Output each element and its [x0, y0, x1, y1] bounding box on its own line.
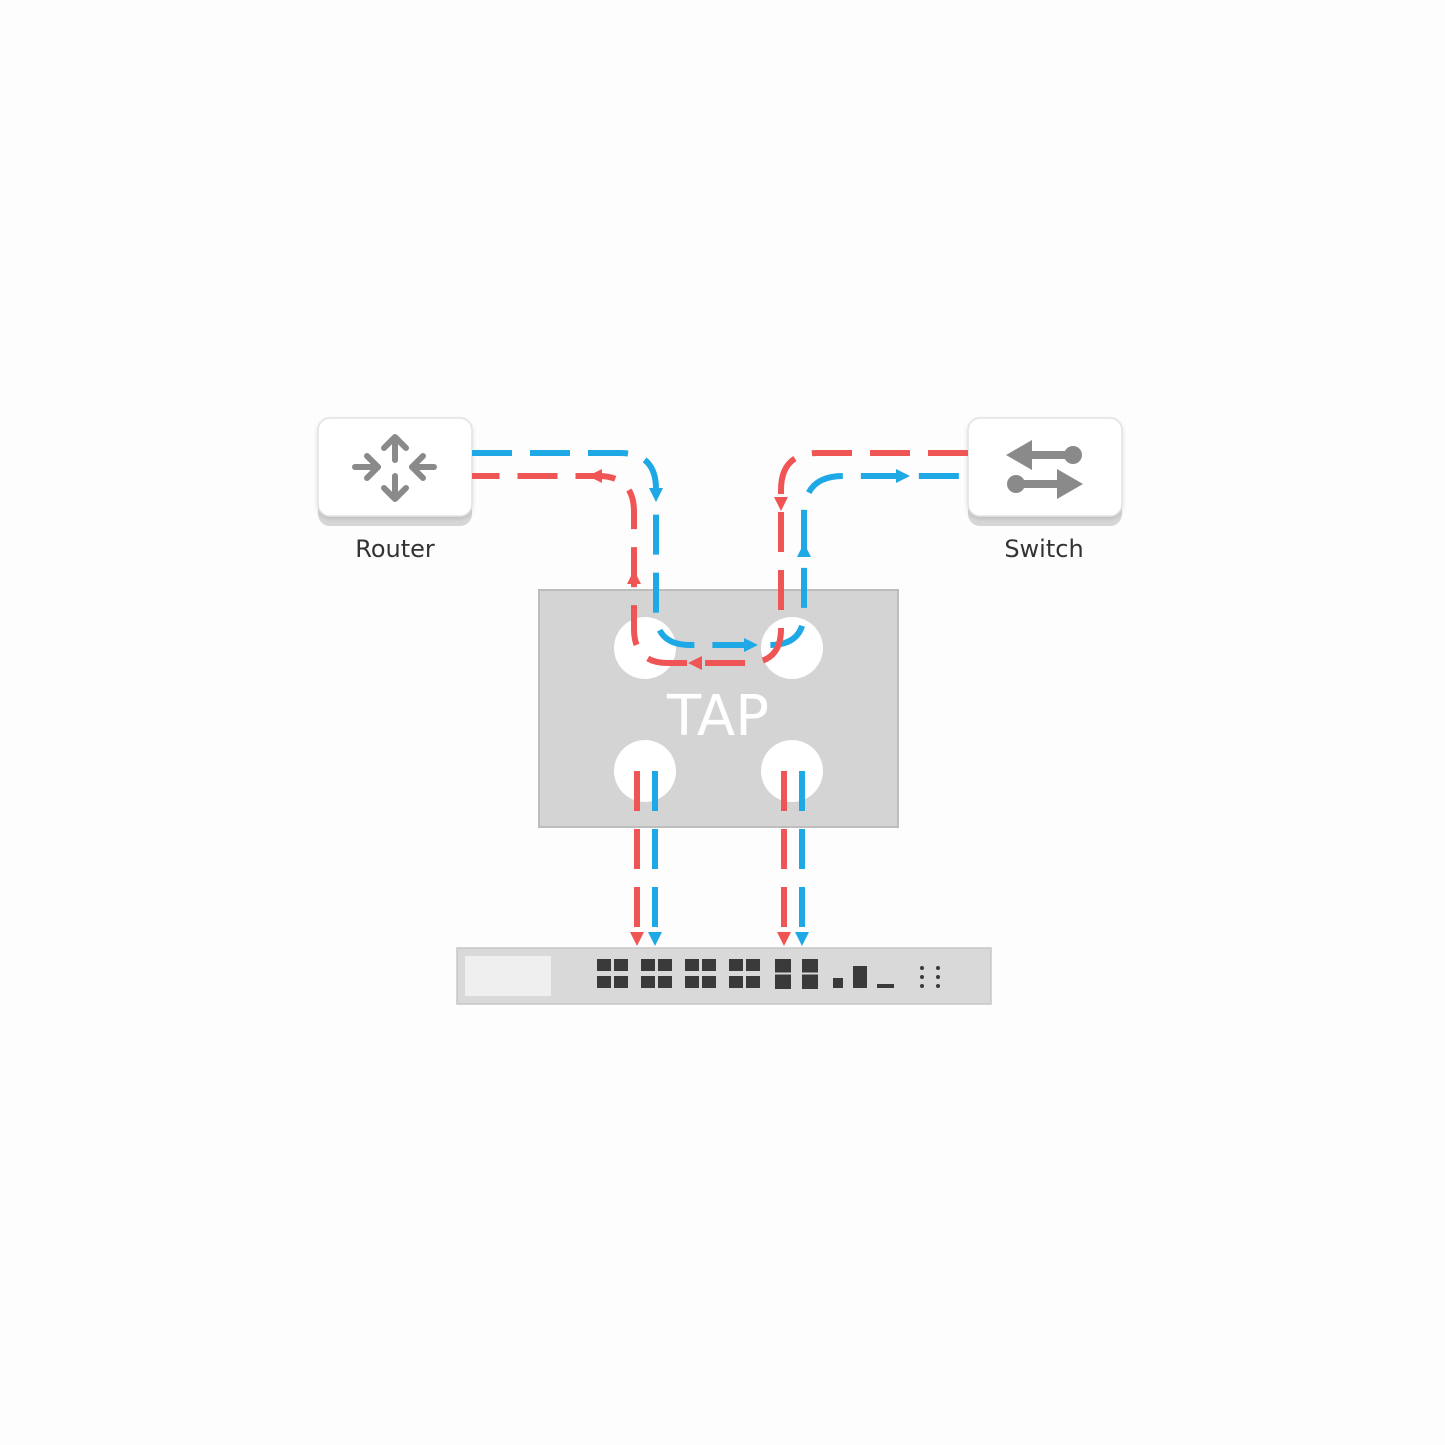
flow-arrowheads — [588, 469, 910, 946]
tap-port-bottom-left — [614, 740, 676, 802]
router-node: Router — [317, 417, 473, 563]
arrow-left-red-router — [588, 469, 602, 483]
network-switch-device-icon — [456, 947, 992, 1005]
tap-port-top-left — [614, 617, 676, 679]
switch-label: Switch — [1004, 535, 1083, 563]
arrow-up-red-router-side — [627, 570, 641, 584]
tap-label: TAP — [666, 684, 769, 749]
arrow-down-blue-router-side — [649, 488, 663, 502]
arrow-down-red-monitor-a — [630, 932, 644, 946]
tap-node: TAP — [538, 589, 899, 828]
arrow-right-blue-tap — [744, 638, 758, 652]
arrow-down-blue-monitor-b — [795, 932, 809, 946]
arrow-down-red-monitor-b — [777, 932, 791, 946]
router-to-switch-blue-path — [472, 450, 968, 648]
switch-to-router-red-path — [472, 450, 968, 666]
arrow-up-blue-switch-side — [797, 543, 811, 557]
arrow-left-red-tap — [688, 656, 702, 670]
router-label: Router — [355, 535, 435, 563]
arrow-down-red-switch-side — [774, 497, 788, 511]
arrow-right-blue-switch — [896, 469, 910, 483]
switch-node: Switch — [967, 417, 1123, 563]
arrow-down-blue-monitor-a — [648, 932, 662, 946]
tap-port-bottom-right — [761, 740, 823, 802]
switch-arrows-icon — [1006, 440, 1083, 499]
tap-port-top-right — [761, 617, 823, 679]
router-icon — [352, 434, 437, 502]
